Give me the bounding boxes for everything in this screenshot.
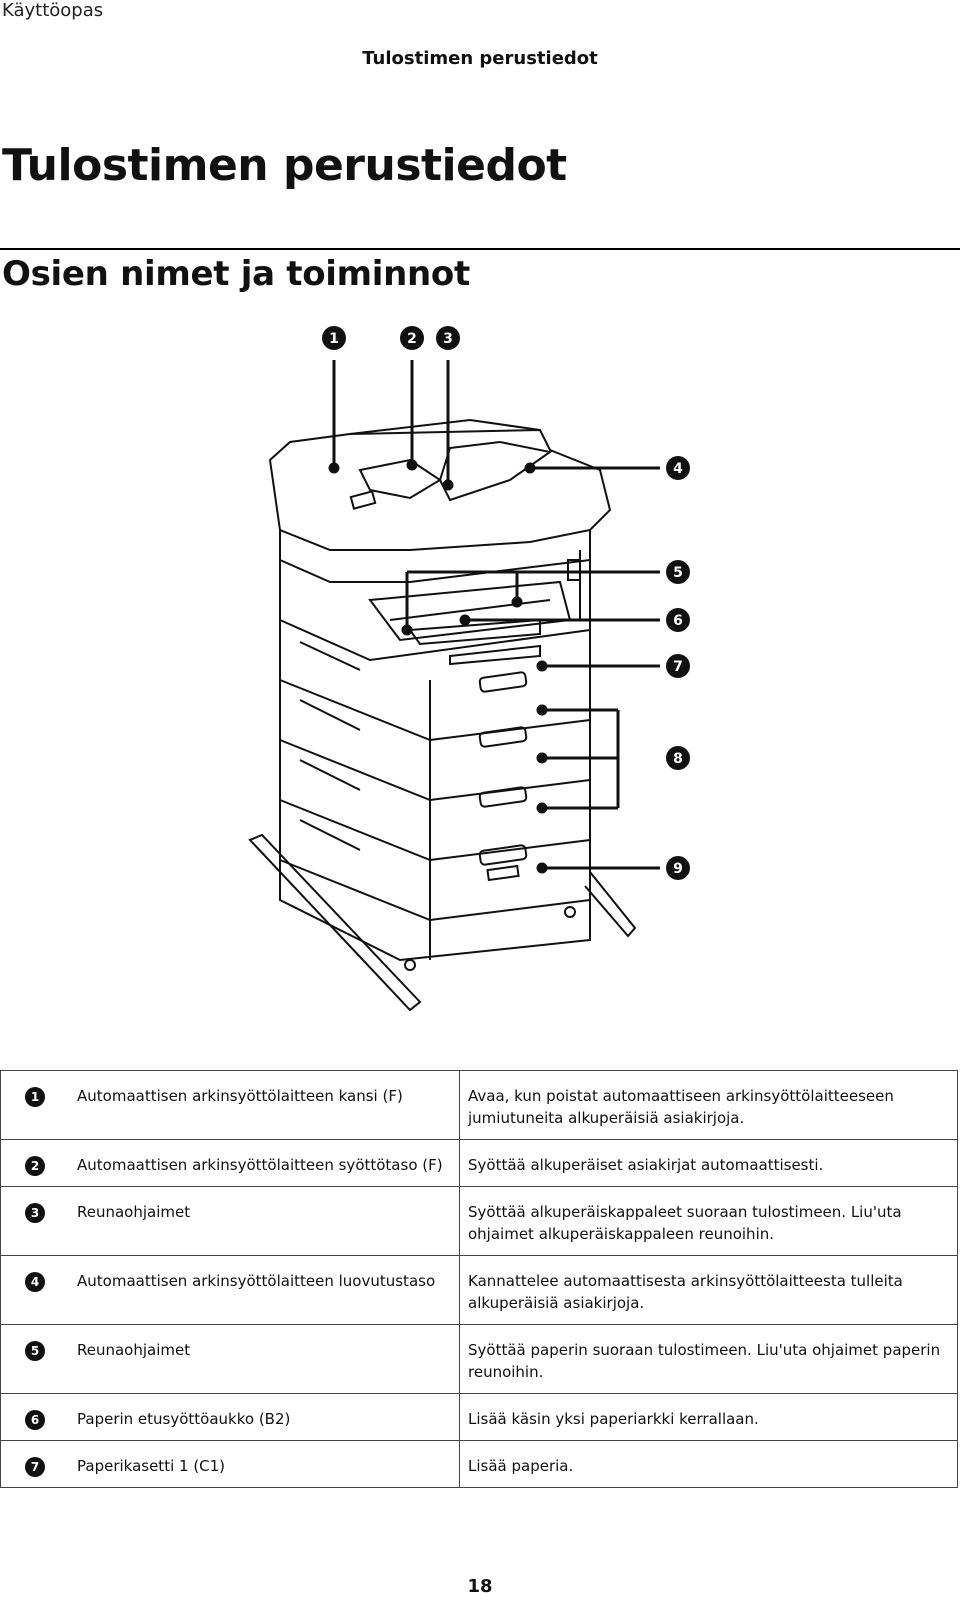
callout-5: 5 — [666, 560, 690, 584]
callout-4: 4 — [666, 456, 690, 480]
table-row: 5 Reunaohjaimet Syöttää paperin suoraan … — [0, 1324, 958, 1394]
callout-9: 9 — [666, 856, 690, 880]
part-description: Lisää paperia. — [459, 1440, 958, 1488]
table-row: 7 Paperikasetti 1 (C1) Lisää paperia. — [0, 1440, 958, 1488]
part-name: Paperin etusyöttöaukko (B2) — [69, 1393, 460, 1441]
part-number-badge: 3 — [25, 1203, 45, 1223]
part-name: Automaattisen arkinsyöttölaitteen syöttö… — [69, 1139, 460, 1187]
part-description: Syöttää alkuperäiset asiakirjat automaat… — [459, 1139, 958, 1187]
page-title: Tulostimen perustiedot — [2, 140, 567, 191]
part-name: Paperikasetti 1 (C1) — [69, 1440, 460, 1488]
table-row: 2 Automaattisen arkinsyöttölaitteen syöt… — [0, 1139, 958, 1187]
part-name: Automaattisen arkinsyöttölaitteen kansi … — [69, 1070, 460, 1140]
table-row: 1 Automaattisen arkinsyöttölaitteen kans… — [0, 1070, 958, 1140]
svg-text:9: 9 — [673, 861, 683, 877]
page-number: 18 — [467, 1576, 493, 1597]
printer-illustration: 1 2 3 4 5 6 7 8 9 — [248, 326, 690, 1012]
svg-text:6: 6 — [673, 613, 683, 629]
part-description: Lisää käsin yksi paperiarkki kerrallaan. — [459, 1393, 958, 1441]
part-description: Avaa, kun poistat automaattiseen arkinsy… — [459, 1070, 958, 1140]
callout-8: 8 — [666, 746, 690, 770]
part-name: Reunaohjaimet — [69, 1186, 460, 1256]
part-description: Syöttää paperin suoraan tulostimeen. Liu… — [459, 1324, 958, 1394]
callout-2: 2 — [400, 326, 424, 350]
section-divider — [0, 248, 960, 250]
part-description: Syöttää alkuperäiskappaleet suoraan tulo… — [459, 1186, 958, 1256]
table-row: 6 Paperin etusyöttöaukko (B2) Lisää käsi… — [0, 1393, 958, 1441]
callout-7: 7 — [666, 654, 690, 678]
callout-6: 6 — [666, 608, 690, 632]
table-row: 4 Automaattisen arkinsyöttölaitteen luov… — [0, 1255, 958, 1325]
document-title: Käyttöopas — [2, 0, 104, 21]
part-description: Kannattelee automaattisesta arkinsyöttöl… — [459, 1255, 958, 1325]
part-name: Automaattisen arkinsyöttölaitteen luovut… — [69, 1255, 460, 1325]
part-number-badge: 2 — [25, 1156, 45, 1176]
part-number-badge: 1 — [25, 1087, 45, 1107]
svg-text:7: 7 — [673, 659, 683, 675]
part-name: Reunaohjaimet — [69, 1324, 460, 1394]
part-number-badge: 7 — [25, 1457, 45, 1477]
callout-3: 3 — [436, 326, 460, 350]
svg-text:4: 4 — [673, 461, 683, 477]
svg-text:2: 2 — [407, 331, 417, 347]
svg-text:1: 1 — [329, 331, 339, 347]
table-row: 3 Reunaohjaimet Syöttää alkuperäiskappal… — [0, 1186, 958, 1256]
svg-text:3: 3 — [443, 331, 453, 347]
running-header: Tulostimen perustiedot — [362, 48, 598, 69]
parts-table: 1 Automaattisen arkinsyöttölaitteen kans… — [0, 1070, 958, 1488]
svg-text:8: 8 — [673, 751, 683, 767]
part-number-badge: 4 — [25, 1272, 45, 1292]
callout-1: 1 — [322, 326, 346, 350]
svg-text:5: 5 — [673, 565, 683, 581]
section-heading: Osien nimet ja toiminnot — [2, 254, 470, 294]
part-number-badge: 5 — [25, 1341, 45, 1361]
part-number-badge: 6 — [25, 1410, 45, 1430]
